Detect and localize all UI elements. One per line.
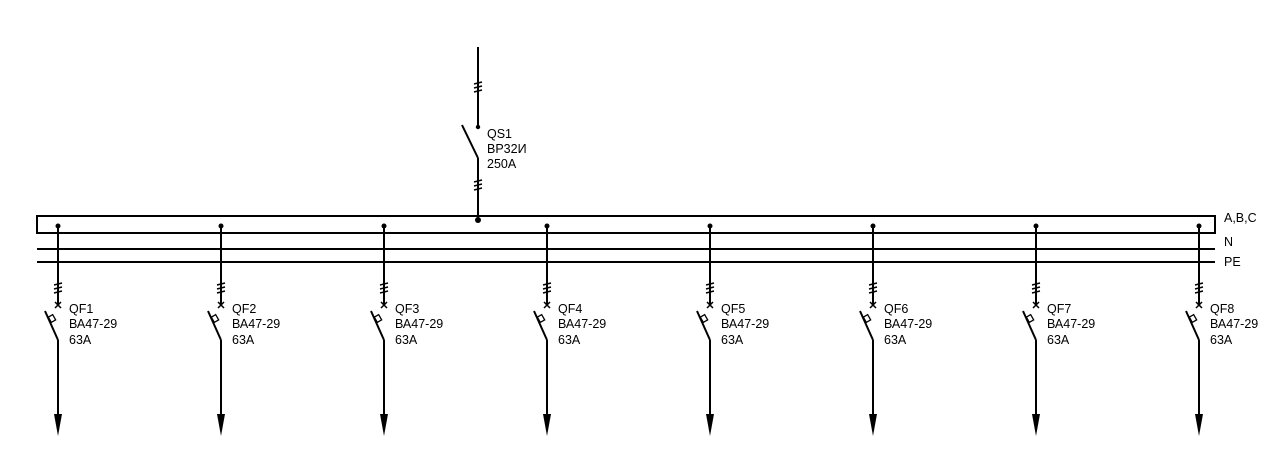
feeder-rating: 63А xyxy=(395,333,418,347)
breaker-release-box xyxy=(1025,313,1035,324)
feeder-designation: QF1 xyxy=(69,302,93,316)
feeder-designation: QF7 xyxy=(1047,302,1071,316)
feeder-phase-ticks xyxy=(1031,282,1041,294)
breaker-blade xyxy=(696,310,711,341)
feeder-designation: QF5 xyxy=(721,302,745,316)
breaker-release-box xyxy=(373,313,383,324)
switch-upper-contact xyxy=(475,124,481,130)
feeder-type: ВА47-29 xyxy=(1047,317,1095,331)
breaker-release-box xyxy=(536,313,546,324)
feeder-phase-ticks xyxy=(705,282,715,294)
pe-bus-label: PE xyxy=(1224,255,1241,269)
switch-blade xyxy=(461,124,479,159)
breaker-cross-mark xyxy=(380,301,388,309)
main-switch-designation: QS1 xyxy=(487,127,512,141)
feeder-rating: 63А xyxy=(232,333,255,347)
breaker-cross-mark xyxy=(706,301,714,309)
breaker-release-box xyxy=(1188,313,1198,324)
breaker-cross-mark xyxy=(869,301,877,309)
main-switch-type: ВР32И xyxy=(487,142,527,156)
breaker-blade xyxy=(859,310,874,341)
feeder-arrow xyxy=(706,414,714,436)
phase-busbar xyxy=(36,215,1216,234)
feeder-arrow xyxy=(543,414,551,436)
feeder-phase-ticks xyxy=(216,282,226,294)
breaker-blade xyxy=(44,310,59,341)
breaker-cross-mark xyxy=(1195,301,1203,309)
breaker-blade xyxy=(1185,310,1200,341)
breaker-cross-mark xyxy=(217,301,225,309)
feeder-rating: 63А xyxy=(884,333,907,347)
feeder-type: ВА47-29 xyxy=(558,317,606,331)
feeder-designation: QF8 xyxy=(1210,302,1234,316)
feeder-arrow xyxy=(217,414,225,436)
feeder-list: QF1ВА47-2963АQF2ВА47-2963АQF3ВА47-2963АQ… xyxy=(44,223,1258,436)
feeder-rating: 63А xyxy=(721,333,744,347)
feeder-type: ВА47-29 xyxy=(232,317,280,331)
feeder-rating: 63А xyxy=(1047,333,1070,347)
feeder-arrow xyxy=(380,414,388,436)
breaker-release-box xyxy=(862,313,872,324)
busbars: A,B,C N PE xyxy=(36,211,1257,269)
switch-phase-ticks xyxy=(473,179,483,191)
feeder-designation: QF4 xyxy=(558,302,582,316)
feeder-phase-ticks xyxy=(542,282,552,294)
feeder-designation: QF3 xyxy=(395,302,419,316)
feeder-phase-ticks xyxy=(379,282,389,294)
feeder-designation: QF2 xyxy=(232,302,256,316)
feeder-phase-ticks xyxy=(53,282,63,294)
main-switch-rating: 250А xyxy=(487,157,517,171)
feeder-arrow xyxy=(1032,414,1040,436)
feeder-designation: QF6 xyxy=(884,302,908,316)
breaker-release-box xyxy=(699,313,709,324)
feeder-type: ВА47-29 xyxy=(69,317,117,331)
feeder-rating: 63А xyxy=(69,333,92,347)
feeder-arrow xyxy=(1195,414,1203,436)
feeder-phase-ticks xyxy=(1194,282,1204,294)
breaker-blade xyxy=(207,310,222,341)
breaker-cross-mark xyxy=(543,301,551,309)
breaker-release-box xyxy=(210,313,220,324)
feeder-type: ВА47-29 xyxy=(721,317,769,331)
feeder-rating: 63А xyxy=(1210,333,1233,347)
breaker-release-box xyxy=(47,313,57,324)
phase-bus-label: A,B,C xyxy=(1224,211,1257,225)
feeder-type: ВА47-29 xyxy=(1210,317,1258,331)
bus-tap-main xyxy=(475,217,481,223)
neutral-bus-label: N xyxy=(1224,235,1233,249)
breaker-blade xyxy=(1022,310,1037,341)
feeder-type: ВА47-29 xyxy=(395,317,443,331)
main-switch-group: QS1 ВР32И 250А xyxy=(461,47,527,223)
feeder-arrow xyxy=(54,414,62,436)
feeder-type: ВА47-29 xyxy=(884,317,932,331)
breaker-cross-mark xyxy=(1032,301,1040,309)
breaker-blade xyxy=(370,310,385,341)
breaker-blade xyxy=(533,310,548,341)
feeder-phase-ticks xyxy=(868,282,878,294)
feeder-rating: 63А xyxy=(558,333,581,347)
breaker-cross-mark xyxy=(54,301,62,309)
feeder-arrow xyxy=(869,414,877,436)
